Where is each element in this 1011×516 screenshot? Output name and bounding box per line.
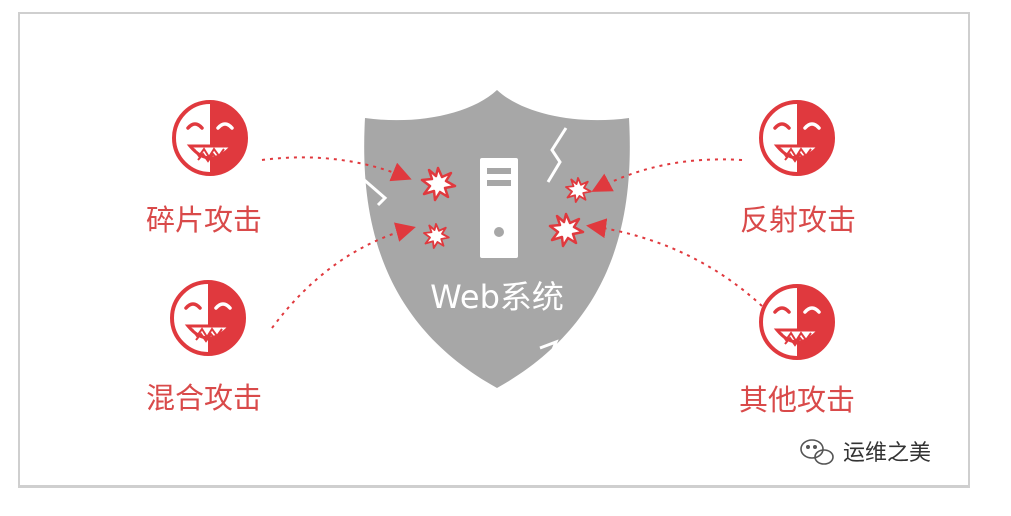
hacker-mask-icon: [170, 280, 246, 356]
hacker-mask-icon: [172, 100, 248, 176]
attack-label-fragment: 碎片攻击: [146, 203, 262, 237]
watermark-text: 运维之美: [843, 441, 931, 466]
watermark: 运维之美: [800, 439, 931, 466]
attack-arrows: [261, 156, 763, 329]
wechat-icon: [800, 439, 834, 465]
attack-label-reflect: 反射攻击: [740, 203, 856, 237]
attack-label-other: 其他攻击: [739, 383, 855, 417]
server-icon: [480, 158, 518, 258]
hacker-mask-icon: [759, 284, 835, 360]
center-label: Web系统: [430, 278, 564, 316]
hacker-mask-icon: [759, 100, 835, 176]
attack-label-mixed: 混合攻击: [146, 381, 262, 415]
